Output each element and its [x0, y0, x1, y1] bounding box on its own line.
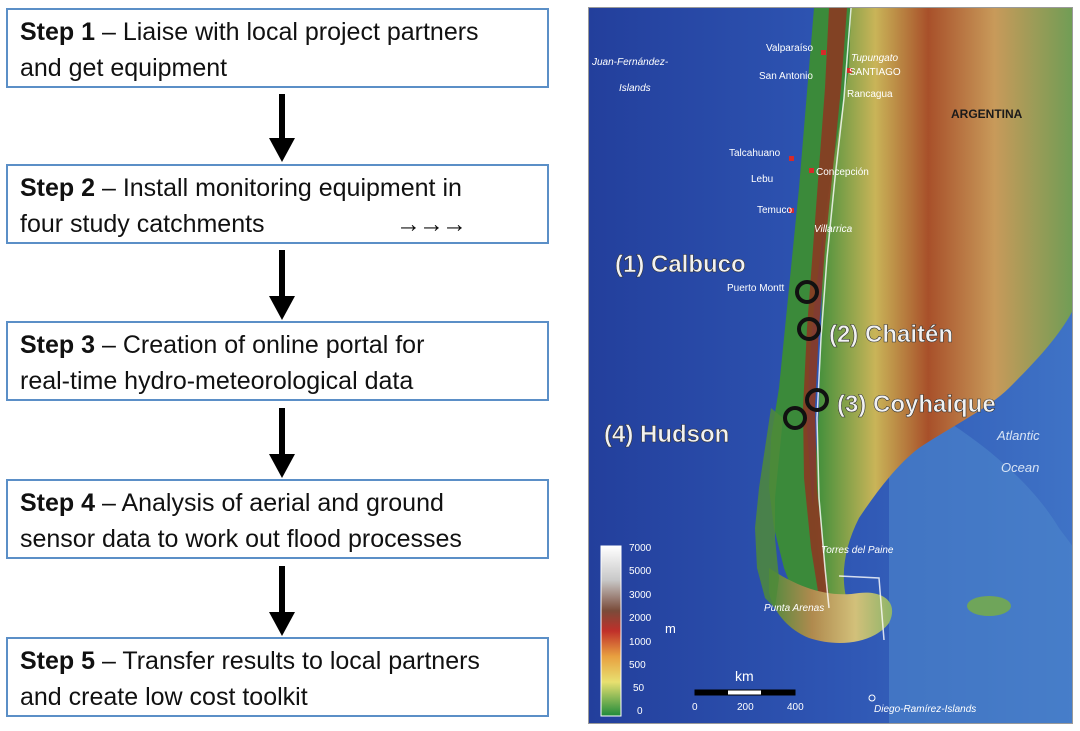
elev-tick: 0 — [637, 706, 643, 717]
step-1-box: Step 1 – Liaise with local project partn… — [6, 8, 549, 88]
scale-bar-segment — [761, 690, 795, 695]
place-punta-arenas: Punta Arenas — [764, 603, 824, 614]
place-temuco: Temuco — [757, 205, 792, 216]
elevation-colorbar — [601, 546, 621, 716]
step-2-label: Step 2 — [20, 174, 95, 202]
elev-tick: 7000 — [629, 543, 652, 554]
place-rancagua: Rancagua — [847, 89, 893, 100]
step-3-text-line1: Creation of online portal for — [123, 331, 425, 359]
place-ocean: Ocean — [1001, 460, 1039, 475]
step-5-text-line1: Transfer results to local partners — [122, 647, 480, 675]
elev-tick: 1000 — [629, 637, 652, 648]
site-label-calbuco: (1) Calbuco — [615, 251, 746, 278]
step-4-box: Step 4 – Analysis of aerial and ground s… — [6, 479, 549, 559]
site-label-chaiten: (2) Chaitén — [829, 321, 953, 348]
step-3-separator: – — [95, 331, 123, 359]
elev-tick: 500 — [629, 660, 646, 671]
place-concepcion: Concepción — [816, 167, 869, 178]
step-2-separator: – — [95, 174, 123, 202]
scale-unit: km — [735, 668, 754, 684]
arrow-down-icon — [269, 408, 295, 478]
place-diego-ramirez: Diego-Ramírez-Islands — [874, 704, 976, 715]
place-tupungato: Tupungato — [851, 53, 899, 64]
arrow-down-icon — [269, 566, 295, 636]
scale-tick: 0 — [692, 702, 698, 713]
place-valparaiso: Valparaíso — [766, 43, 814, 54]
place-atlantic: Atlantic — [996, 428, 1040, 443]
place-san-antonio: San Antonio — [759, 71, 813, 82]
elev-tick: 2000 — [629, 613, 652, 624]
place-santiago: SANTIAGO — [849, 67, 901, 78]
chile-relief-map: Juan-Fernández- Islands Valparaíso Tupun… — [588, 7, 1073, 724]
place-juan-fernandez: Juan-Fernández- — [591, 57, 669, 68]
city-marker — [821, 50, 826, 55]
place-talcahuano: Talcahuano — [729, 148, 781, 159]
arrow-down-icon — [269, 250, 295, 320]
step-5-text-line2: and create low cost toolkit — [20, 683, 308, 711]
elev-tick: 50 — [633, 683, 645, 694]
step-1-text-line2: and get equipment — [20, 54, 227, 82]
scale-bar-segment — [695, 690, 728, 695]
step-1-text-line1: Liaise with local project partners — [123, 18, 479, 46]
step-4-separator: – — [95, 489, 121, 517]
place-villarrica: Villarrica — [814, 224, 853, 235]
scale-tick: 400 — [787, 702, 804, 713]
step-4-text-line2: sensor data to work out flood processes — [20, 525, 462, 553]
step-2-box: Step 2 – Install monitoring equipment in… — [6, 164, 549, 244]
step-5-separator: – — [95, 647, 122, 675]
step-5-label: Step 5 — [20, 647, 95, 675]
step-4-text-line1: Analysis of aerial and ground — [121, 489, 443, 517]
place-lebu: Lebu — [751, 174, 773, 185]
step-3-box: Step 3 – Creation of online portal for r… — [6, 321, 549, 401]
city-marker — [789, 156, 794, 161]
map-svg: Juan-Fernández- Islands Valparaíso Tupun… — [589, 8, 1073, 724]
place-puerto-montt: Puerto Montt — [727, 283, 784, 294]
step-5-box: Step 5 – Transfer results to local partn… — [6, 637, 549, 717]
step-2-text-line1: Install monitoring equipment in — [123, 174, 462, 202]
step-3-label: Step 3 — [20, 331, 95, 359]
arrow-down-icon — [269, 94, 295, 162]
step-1-separator: – — [95, 18, 123, 46]
elev-tick: 3000 — [629, 590, 652, 601]
step-2-arrows: →→→ — [396, 206, 465, 242]
elev-unit: m — [665, 621, 676, 636]
site-label-hudson: (4) Hudson — [604, 421, 729, 448]
step-1-label: Step 1 — [20, 18, 95, 46]
place-argentina: ARGENTINA — [951, 107, 1023, 121]
falkland-islands — [967, 596, 1011, 616]
place-torres-del-paine: Torres del Paine — [821, 545, 894, 556]
step-2-text-line2: four study catchments — [20, 210, 265, 238]
step-4-label: Step 4 — [20, 489, 95, 517]
place-islands: Islands — [619, 83, 651, 94]
site-label-coyhaique: (3) Coyhaique — [837, 391, 996, 418]
step-3-text-line2: real-time hydro-meteorological data — [20, 367, 413, 395]
elev-tick: 5000 — [629, 566, 652, 577]
scale-tick: 200 — [737, 702, 754, 713]
city-marker — [809, 168, 814, 173]
